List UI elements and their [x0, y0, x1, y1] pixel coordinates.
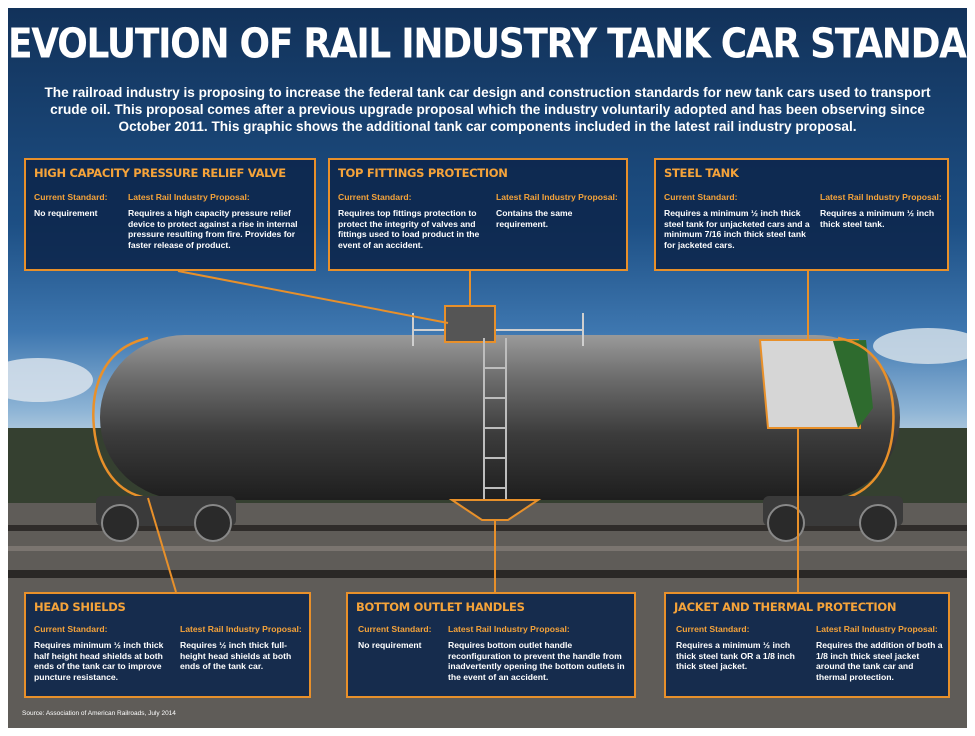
wheel	[767, 504, 805, 542]
source-note: Source: Association of American Railroad…	[22, 710, 176, 717]
top-fittings-title: TOP FITTINGS PROTECTION	[338, 166, 508, 180]
leader-line	[177, 270, 449, 324]
bottom-outlet-title: BOTTOM OUTLET HANDLES	[356, 600, 525, 614]
jacket-thermal-current: Requires a minimum ½ inch thick steel ta…	[676, 640, 795, 672]
jacket-outline	[837, 336, 895, 502]
proposal-label: Latest Rail Industry Proposal:	[448, 624, 570, 634]
intro-text: The railroad industry is proposing to in…	[44, 85, 931, 134]
bottom-outlet-box: BOTTOM OUTLET HANDLES Current Standard: …	[346, 592, 636, 698]
platform-railing	[412, 313, 584, 346]
top-fittings-current: Requires top fittings protection to prot…	[338, 208, 480, 250]
proposal-label: Latest Rail Industry Proposal:	[180, 624, 302, 634]
rail	[8, 546, 967, 551]
bottom-outlet-current: No requirement	[358, 640, 422, 650]
infographic: EVOLUTION OF RAIL INDUSTRY TANK CAR STAN…	[8, 8, 967, 728]
head-shields-proposal: Requires ½ inch thick full-height head s…	[180, 640, 292, 672]
head-shield-outline	[92, 336, 149, 500]
bottom-outlet	[448, 499, 542, 521]
relief-valve-title: HIGH CAPACITY PRESSURE RELIEF VALVE	[34, 166, 286, 180]
current-standard-label: Current Standard:	[34, 192, 108, 202]
current-standard-label: Current Standard:	[338, 192, 412, 202]
head-shields-title: HEAD SHIELDS	[34, 600, 126, 614]
rail	[8, 525, 967, 531]
proposal-label: Latest Rail Industry Proposal:	[496, 192, 618, 202]
tank-car-illustration	[8, 270, 967, 728]
proposal-label: Latest Rail Industry Proposal:	[820, 192, 942, 202]
steel-tank-current: Requires a minimum ½ inch thick steel ta…	[664, 208, 810, 250]
wheel	[194, 504, 232, 542]
leader-line	[147, 497, 177, 593]
current-standard-label: Current Standard:	[358, 624, 432, 634]
ladder	[483, 338, 507, 503]
steel-tank-proposal: Requires a minimum ½ inch thick steel ta…	[820, 208, 935, 229]
head-shields-current: Requires minimum ½ inch thick half heigh…	[34, 640, 164, 682]
wheel	[101, 504, 139, 542]
thermal-layer	[833, 340, 873, 428]
steel-tank-cutaway	[758, 339, 862, 429]
wheel	[859, 504, 897, 542]
proposal-label: Latest Rail Industry Proposal:	[816, 624, 938, 634]
proposal-label: Latest Rail Industry Proposal:	[128, 192, 250, 202]
cloud	[873, 328, 967, 364]
top-fittings-proposal: Contains the same requirement.	[496, 208, 573, 229]
relief-valve-box: HIGH CAPACITY PRESSURE RELIEF VALVE Curr…	[24, 158, 316, 271]
current-standard-label: Current Standard:	[676, 624, 750, 634]
current-standard-label: Current Standard:	[664, 192, 738, 202]
rail	[8, 570, 967, 578]
steel-tank-title: STEEL TANK	[664, 166, 739, 180]
jacket-thermal-box: JACKET AND THERMAL PROTECTION Current St…	[664, 592, 950, 698]
jacket-thermal-proposal: Requires the addition of both a 1/8 inch…	[816, 640, 943, 682]
relief-valve-proposal: Requires a high capacity pressure relief…	[128, 208, 298, 250]
top-fittings-box: TOP FITTINGS PROTECTION Current Standard…	[328, 158, 628, 271]
tank-body	[100, 335, 900, 500]
bottom-outlet-proposal: Requires bottom outlet handle reconfigur…	[448, 640, 625, 682]
steel-tank-box: STEEL TANK Current Standard: Latest Rail…	[654, 158, 949, 271]
relief-valve-current: No requirement	[34, 208, 98, 218]
jacket-thermal-title: JACKET AND THERMAL PROTECTION	[674, 600, 897, 614]
head-shields-box: HEAD SHIELDS Current Standard: Latest Ra…	[24, 592, 311, 698]
current-standard-label: Current Standard:	[34, 624, 108, 634]
page-title: EVOLUTION OF RAIL INDUSTRY TANK CAR STAN…	[8, 20, 967, 69]
cloud	[8, 358, 93, 402]
top-fittings-cover	[444, 305, 496, 343]
